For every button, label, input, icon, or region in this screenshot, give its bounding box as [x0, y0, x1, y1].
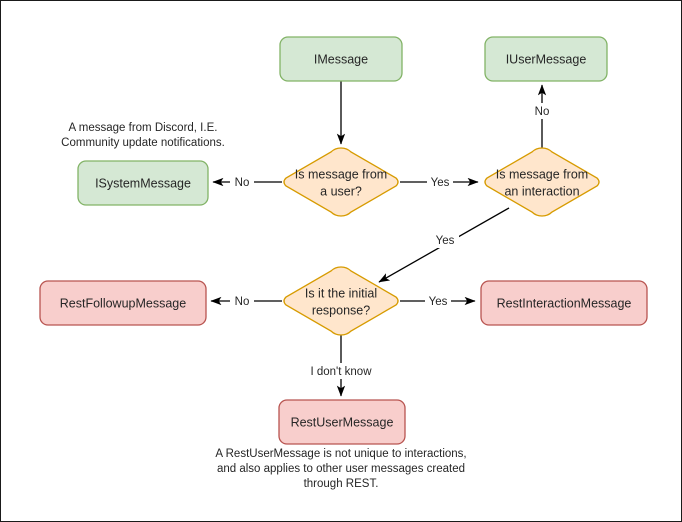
node-iusermessage-shape[interactable] [484, 36, 608, 82]
node-restusermessage[interactable]: RestUserMessage [278, 399, 406, 445]
node-imessage-label: IMessage [314, 52, 368, 66]
edge-question-initial-response-no-to-restfollowupmessage: No [210, 293, 282, 309]
decision-is-message-from-a-user[interactable]: Is message from a user? [283, 147, 399, 217]
decision-is-message-from-a-user-label-line1: Is message from [295, 167, 387, 181]
decision-is-it-the-initial-response-shape[interactable] [283, 266, 399, 336]
note-restusermessage-line-1: A RestUserMessage is not unique to inter… [215, 448, 466, 460]
node-imessage[interactable]: IMessage [279, 36, 403, 82]
node-iusermessage[interactable]: IUserMessage [484, 36, 608, 82]
edge-label-yes-restinteractionmessage: Yes [429, 296, 448, 308]
note-isystemmessage-line-1: A message from Discord, I.E. [69, 122, 218, 134]
decision-is-message-from-a-user-shape[interactable] [283, 147, 399, 217]
node-imessage-shape[interactable] [279, 36, 403, 82]
decision-is-message-from-an-interaction[interactable]: Is message from an interaction [484, 147, 600, 217]
node-restusermessage-label: RestUserMessage [291, 415, 394, 429]
node-restfollowupmessage[interactable]: RestFollowupMessage [39, 280, 207, 326]
node-isystemmessage[interactable]: ISystemMessage [77, 160, 209, 206]
node-isystemmessage-shape[interactable] [77, 160, 209, 206]
edge-label-yes-question-initial-response: Yes [436, 235, 455, 247]
note-isystemmessage: A message from Discord, I.E. Community u… [61, 122, 225, 149]
node-isystemmessage-label: ISystemMessage [95, 176, 191, 190]
node-restfollowupmessage-label: RestFollowupMessage [60, 296, 186, 310]
edge-question-from-user-no-to-isystemmessage: No [212, 174, 282, 190]
note-restusermessage: A RestUserMessage is not unique to inter… [215, 448, 466, 490]
decision-is-it-the-initial-response[interactable]: Is it the initial response? [283, 266, 399, 336]
edge-label-no-iusermessage: No [535, 106, 550, 118]
decision-is-message-from-an-interaction-label-line2: an interaction [504, 184, 579, 198]
edge-label-yes-question-from-interaction: Yes [431, 177, 450, 189]
edge-label-i-dont-know-restusermessage: I don't know [310, 366, 372, 378]
note-restusermessage-line-3: through REST. [304, 478, 379, 490]
edge-question-initial-response-yes-to-restinteractionmessage: Yes [400, 293, 476, 309]
edge-label-no-isystemmessage: No [235, 177, 250, 189]
edge-label-no-restfollowupmessage: No [235, 296, 250, 308]
node-restinteractionmessage-label: RestInteractionMessage [497, 296, 632, 310]
edge-question-initial-response-unknown-to-restusermessage: I don't know [301, 335, 382, 397]
decision-is-it-the-initial-response-label-line1: Is it the initial [305, 286, 377, 300]
node-iusermessage-label: IUserMessage [506, 52, 587, 66]
decision-is-message-from-an-interaction-shape[interactable] [484, 147, 600, 217]
edge-question-from-interaction-yes-to-question-initial-response: Yes [378, 207, 510, 283]
decision-is-message-from-an-interaction-label-line1: Is message from [496, 167, 588, 181]
node-restfollowupmessage-shape[interactable] [39, 280, 207, 326]
decision-is-message-from-a-user-label-line2: a user? [320, 184, 362, 198]
edge-question-from-interaction-no-to-iusermessage: No [530, 84, 554, 148]
node-restusermessage-shape[interactable] [278, 399, 406, 445]
note-restusermessage-line-2: and also applies to other user messages … [217, 463, 465, 475]
node-restinteractionmessage[interactable]: RestInteractionMessage [480, 280, 648, 326]
decision-is-it-the-initial-response-label-line2: response? [312, 303, 370, 317]
node-restinteractionmessage-shape[interactable] [480, 280, 648, 326]
edge-question-from-user-yes-to-question-from-interaction: Yes [400, 174, 479, 190]
note-isystemmessage-line-2: Community update notifications. [61, 137, 225, 149]
